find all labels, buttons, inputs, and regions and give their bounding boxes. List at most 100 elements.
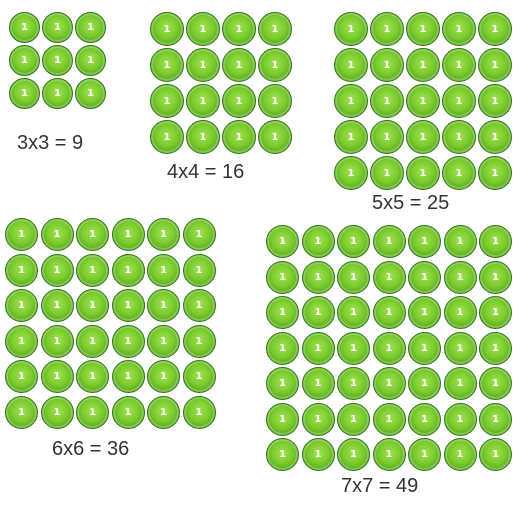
counter-4x4-r1c3: 1 [258, 48, 292, 82]
counter-6x6-r5c1: 1 [41, 396, 74, 429]
counter-7x7-r5c2: 1 [337, 403, 370, 436]
counter-5x5-r3c0: 1 [334, 120, 368, 154]
counter-5x5-r0c3: 1 [442, 12, 476, 46]
counter-7x7-r1c2: 1 [337, 261, 370, 294]
counter-7x7-r2c4: 1 [408, 296, 441, 329]
counter-7x7-r3c4: 1 [408, 332, 441, 365]
counter-5x5-r3c4: 1 [478, 120, 512, 154]
counter-7x7-r3c3: 1 [373, 332, 406, 365]
counter-7x7-r4c2: 1 [337, 367, 370, 400]
counter-6x6-r2c3: 1 [112, 289, 145, 322]
counter-5x5-r1c3: 1 [442, 48, 476, 82]
counter-7x7-r0c3: 1 [373, 225, 406, 258]
counter-7x7-r6c2: 1 [337, 438, 370, 471]
counter-5x5-r1c1: 1 [370, 48, 404, 82]
counter-7x7-r1c5: 1 [444, 261, 477, 294]
counter-4x4-r2c2: 1 [222, 84, 256, 118]
counter-7x7-r2c6: 1 [479, 296, 512, 329]
counter-7x7-r5c0: 1 [266, 403, 299, 436]
counter-7x7-r6c5: 1 [444, 438, 477, 471]
counter-7x7-r6c1: 1 [302, 438, 335, 471]
counter-7x7-r5c5: 1 [444, 403, 477, 436]
counter-6x6-r3c4: 1 [147, 325, 180, 358]
counter-4x4-r3c2: 1 [222, 120, 256, 154]
counter-6x6-r2c2: 1 [76, 289, 109, 322]
counter-4x4-r3c3: 1 [258, 120, 292, 154]
label-5x5: 5x5 = 25 [372, 192, 449, 215]
counter-3x3-r0c2: 1 [75, 12, 106, 43]
counter-7x7-r5c4: 1 [408, 403, 441, 436]
counter-4x4-r0c2: 1 [222, 12, 256, 46]
counter-6x6-r5c0: 1 [5, 396, 38, 429]
counter-6x6-r2c0: 1 [5, 289, 38, 322]
counter-4x4-r0c0: 1 [150, 12, 184, 46]
counter-7x7-r3c0: 1 [266, 332, 299, 365]
counter-7x7-r5c3: 1 [373, 403, 406, 436]
counter-3x3-r2c2: 1 [75, 78, 106, 109]
counter-7x7-r1c6: 1 [479, 261, 512, 294]
counter-7x7-r4c1: 1 [302, 367, 335, 400]
counter-7x7-r0c5: 1 [444, 225, 477, 258]
counter-6x6-r5c4: 1 [147, 396, 180, 429]
counter-6x6-r3c5: 1 [183, 325, 216, 358]
counter-5x5-r0c4: 1 [478, 12, 512, 46]
counter-7x7-r1c1: 1 [302, 261, 335, 294]
counter-3x3-r1c0: 1 [9, 45, 40, 76]
counter-4x4-r1c0: 1 [150, 48, 184, 82]
counter-6x6-r1c1: 1 [41, 254, 74, 287]
counter-7x7-r6c4: 1 [408, 438, 441, 471]
counter-6x6-r0c3: 1 [112, 218, 145, 251]
counter-7x7-r2c1: 1 [302, 296, 335, 329]
counter-7x7-r2c3: 1 [373, 296, 406, 329]
counter-5x5-r1c0: 1 [334, 48, 368, 82]
counter-6x6-r2c5: 1 [183, 289, 216, 322]
counter-7x7-r5c6: 1 [479, 403, 512, 436]
counter-6x6-r1c5: 1 [183, 254, 216, 287]
counter-7x7-r6c0: 1 [266, 438, 299, 471]
counter-5x5-r0c2: 1 [406, 12, 440, 46]
counter-7x7-r0c0: 1 [266, 225, 299, 258]
counter-6x6-r0c0: 1 [5, 218, 38, 251]
counter-7x7-r4c0: 1 [266, 367, 299, 400]
counter-6x6-r4c3: 1 [112, 360, 145, 393]
label-3x3: 3x3 = 9 [17, 132, 83, 155]
counter-3x3-r1c2: 1 [75, 45, 106, 76]
counter-7x7-r3c5: 1 [444, 332, 477, 365]
counter-4x4-r1c1: 1 [186, 48, 220, 82]
counter-6x6-r0c5: 1 [183, 218, 216, 251]
counter-7x7-r2c5: 1 [444, 296, 477, 329]
counter-6x6-r5c5: 1 [183, 396, 216, 429]
counter-5x5-r0c0: 1 [334, 12, 368, 46]
counter-5x5-r4c4: 1 [478, 156, 512, 190]
counter-6x6-r5c3: 1 [112, 396, 145, 429]
counter-3x3-r0c1: 1 [42, 12, 73, 43]
counter-5x5-r3c2: 1 [406, 120, 440, 154]
counter-6x6-r4c0: 1 [5, 360, 38, 393]
counter-5x5-r4c0: 1 [334, 156, 368, 190]
counter-7x7-r2c0: 1 [266, 296, 299, 329]
counter-3x3-r1c1: 1 [42, 45, 73, 76]
counter-6x6-r0c1: 1 [41, 218, 74, 251]
counter-7x7-r0c4: 1 [408, 225, 441, 258]
counter-5x5-r2c3: 1 [442, 84, 476, 118]
counter-3x3-r2c0: 1 [9, 78, 40, 109]
counter-3x3-r0c0: 1 [9, 12, 40, 43]
counter-6x6-r1c3: 1 [112, 254, 145, 287]
label-6x6: 6x6 = 36 [52, 438, 129, 461]
counter-5x5-r2c2: 1 [406, 84, 440, 118]
counter-6x6-r4c4: 1 [147, 360, 180, 393]
counter-4x4-r3c0: 1 [150, 120, 184, 154]
counter-4x4-r2c0: 1 [150, 84, 184, 118]
counter-7x7-r0c2: 1 [337, 225, 370, 258]
counter-4x4-r0c1: 1 [186, 12, 220, 46]
counter-4x4-r2c3: 1 [258, 84, 292, 118]
counter-5x5-r1c4: 1 [478, 48, 512, 82]
counter-4x4-r3c1: 1 [186, 120, 220, 154]
counter-7x7-r1c4: 1 [408, 261, 441, 294]
counter-4x4-r1c2: 1 [222, 48, 256, 82]
